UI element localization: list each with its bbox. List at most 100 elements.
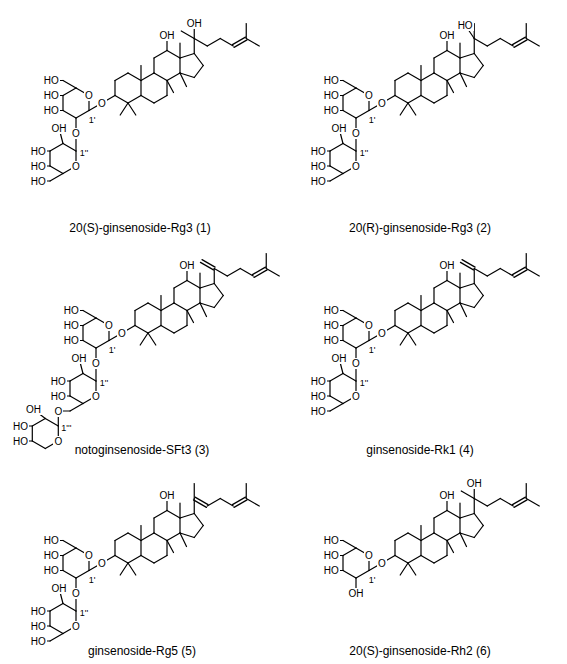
bond-line — [50, 166, 63, 174]
bond-line — [240, 269, 253, 277]
bond-line — [526, 24, 527, 39]
bond-line — [434, 533, 447, 541]
bond-line — [232, 37, 245, 45]
bond-line — [266, 254, 267, 269]
bond-line — [167, 511, 180, 519]
bond-line — [474, 39, 475, 54]
bond-line — [434, 96, 447, 104]
bond-line — [408, 103, 416, 115]
atom-label: HO — [323, 565, 340, 576]
bond-line — [63, 144, 76, 152]
bond-line — [140, 526, 141, 541]
bond-line — [394, 81, 395, 96]
atom-label: O — [84, 90, 94, 101]
bond-line — [180, 73, 187, 87]
atom-label: HO — [63, 305, 80, 316]
atom-label: HO — [323, 335, 340, 346]
bond-line — [512, 37, 525, 45]
bond-line — [447, 533, 460, 541]
atom-label: O — [351, 391, 361, 402]
bond-line — [447, 73, 460, 81]
atom-label: HO — [323, 90, 340, 101]
compound-caption: 20(S)-ginsenoside-Rg3 (1) — [69, 221, 210, 235]
bond-line — [227, 269, 240, 277]
bond-line — [199, 288, 200, 303]
bond-line — [356, 111, 369, 119]
atom-label: HO — [12, 421, 29, 432]
atom-label: HO — [50, 376, 67, 387]
bond-line — [254, 270, 267, 278]
bond-line — [395, 556, 408, 564]
bond-line — [514, 40, 527, 48]
bond-line — [446, 81, 447, 96]
atom-label: O — [71, 621, 81, 632]
bond-line — [62, 96, 63, 111]
bond-line — [420, 81, 421, 96]
bond-line — [514, 500, 527, 508]
bond-line — [330, 144, 343, 152]
bond-line — [330, 404, 343, 412]
bond-line — [474, 269, 487, 277]
bond-line — [194, 39, 195, 54]
bond-line — [474, 269, 475, 284]
bond-line — [32, 419, 45, 427]
bond-line — [207, 39, 220, 47]
bond-line — [161, 303, 174, 311]
position-number: 1' — [88, 575, 97, 586]
atom-label: HO — [323, 305, 340, 316]
compound-caption: 20(S)-ginsenoside-Rh2 (6) — [349, 644, 490, 658]
atom-label: O — [377, 98, 387, 109]
bond-line — [194, 514, 203, 526]
bond-line — [395, 96, 408, 104]
atom-label: OH — [439, 260, 456, 271]
bond-line — [434, 303, 447, 311]
bond-line — [420, 311, 421, 326]
bond-line — [246, 499, 259, 507]
bond-line — [460, 262, 473, 270]
bond-line — [526, 39, 539, 47]
atom-label: O — [71, 161, 81, 172]
bond-line — [459, 503, 460, 518]
bond-line — [70, 374, 83, 382]
bond-line — [420, 541, 421, 556]
bond-line — [433, 58, 434, 73]
bond-line — [408, 326, 421, 334]
bond-line — [459, 518, 460, 533]
bond-line — [50, 144, 63, 152]
bond-line — [343, 548, 356, 556]
atom-label: HO — [310, 376, 327, 387]
bond-line — [180, 533, 187, 547]
compound-caption: ginsenoside-Rk1 (4) — [366, 443, 473, 457]
bond-line — [187, 303, 200, 311]
bond-line — [234, 40, 247, 48]
bond-line — [70, 396, 83, 404]
bond-line — [115, 533, 128, 541]
bond-line — [115, 96, 128, 104]
bond-line — [342, 556, 343, 571]
bond-line — [141, 556, 154, 564]
bond-line — [343, 144, 356, 152]
bond-line — [49, 611, 50, 626]
bond-line — [526, 254, 527, 269]
bond-line — [460, 73, 467, 87]
position-number: 1'' — [99, 378, 109, 389]
bond-line — [50, 174, 63, 182]
bond-line — [187, 281, 200, 289]
position-number: 1' — [368, 345, 377, 356]
atom-label: OH — [159, 490, 176, 501]
atom-label: HO — [30, 606, 47, 617]
position-number: 1''' — [60, 423, 72, 434]
atom-label: OH — [51, 123, 68, 134]
atom-label: O — [104, 320, 114, 331]
bond-line — [167, 81, 174, 93]
atom-label: HO — [30, 146, 47, 157]
bond-line — [82, 326, 83, 341]
bond-line — [462, 260, 475, 268]
atom-label: HO — [310, 391, 327, 402]
bond-line — [194, 526, 203, 538]
compound-caption: 20(R)-ginsenoside-Rg3 (2) — [349, 221, 491, 235]
bond-line — [148, 333, 156, 345]
bond-line — [526, 484, 527, 499]
atom-label: HO — [12, 436, 29, 447]
bond-line — [447, 311, 454, 323]
